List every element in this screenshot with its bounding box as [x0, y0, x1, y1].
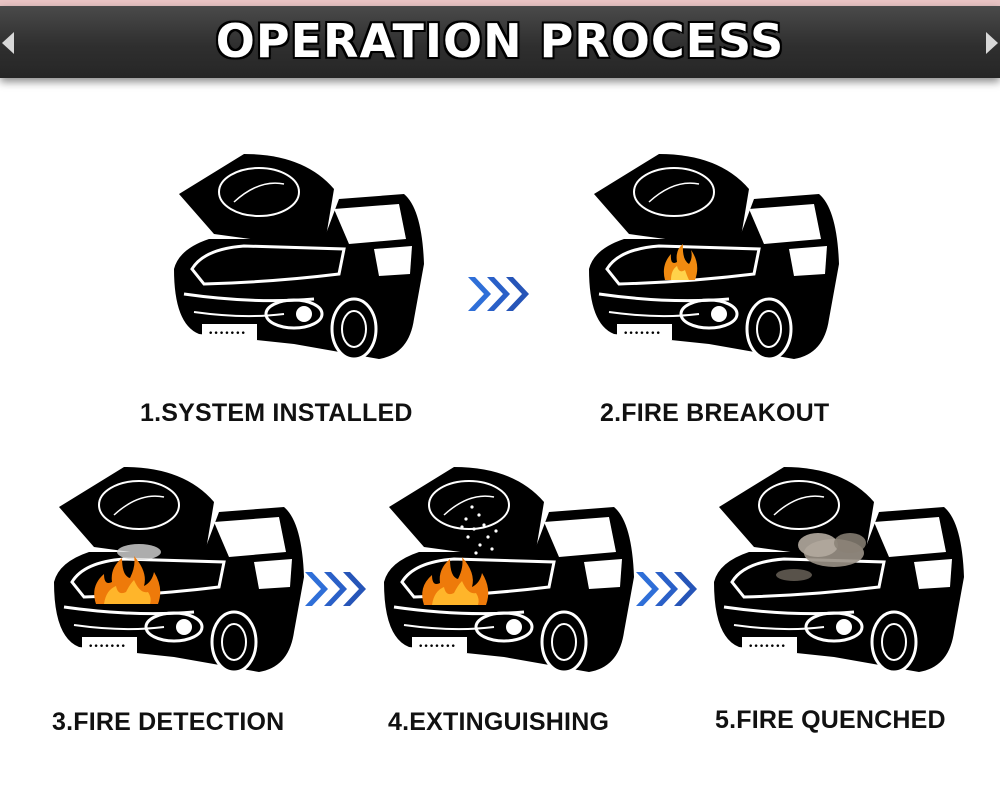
spray-icon [460, 505, 498, 555]
top-accent-line [0, 0, 1000, 6]
car-open-hood-icon [587, 152, 841, 361]
car-open-hood-icon [712, 465, 966, 674]
smoke-icon [776, 533, 866, 581]
banner-left-arrow-icon [2, 32, 14, 54]
step-4-label: 4.EXTINGUISHING [388, 708, 610, 736]
triple-chevron-right-icon [468, 277, 529, 311]
triple-chevron-right-icon [305, 572, 366, 606]
step-3-label: 3.FIRE DETECTION [52, 708, 285, 736]
car-open-hood-icon [172, 152, 426, 361]
title-banner: OPERATION PROCESS [0, 6, 1000, 78]
banner-right-arrow-icon [986, 32, 998, 54]
step-5-label: 5.FIRE QUENCHED [715, 706, 946, 734]
car-open-hood-icon [382, 465, 636, 674]
step-1-label: 1.SYSTEM INSTALLED [140, 399, 413, 427]
car-open-hood-icon [52, 465, 306, 674]
triple-chevron-right-icon [636, 572, 697, 606]
step-2-label: 2.FIRE BREAKOUT [600, 399, 830, 427]
page-title: OPERATION PROCESS [215, 13, 785, 69]
